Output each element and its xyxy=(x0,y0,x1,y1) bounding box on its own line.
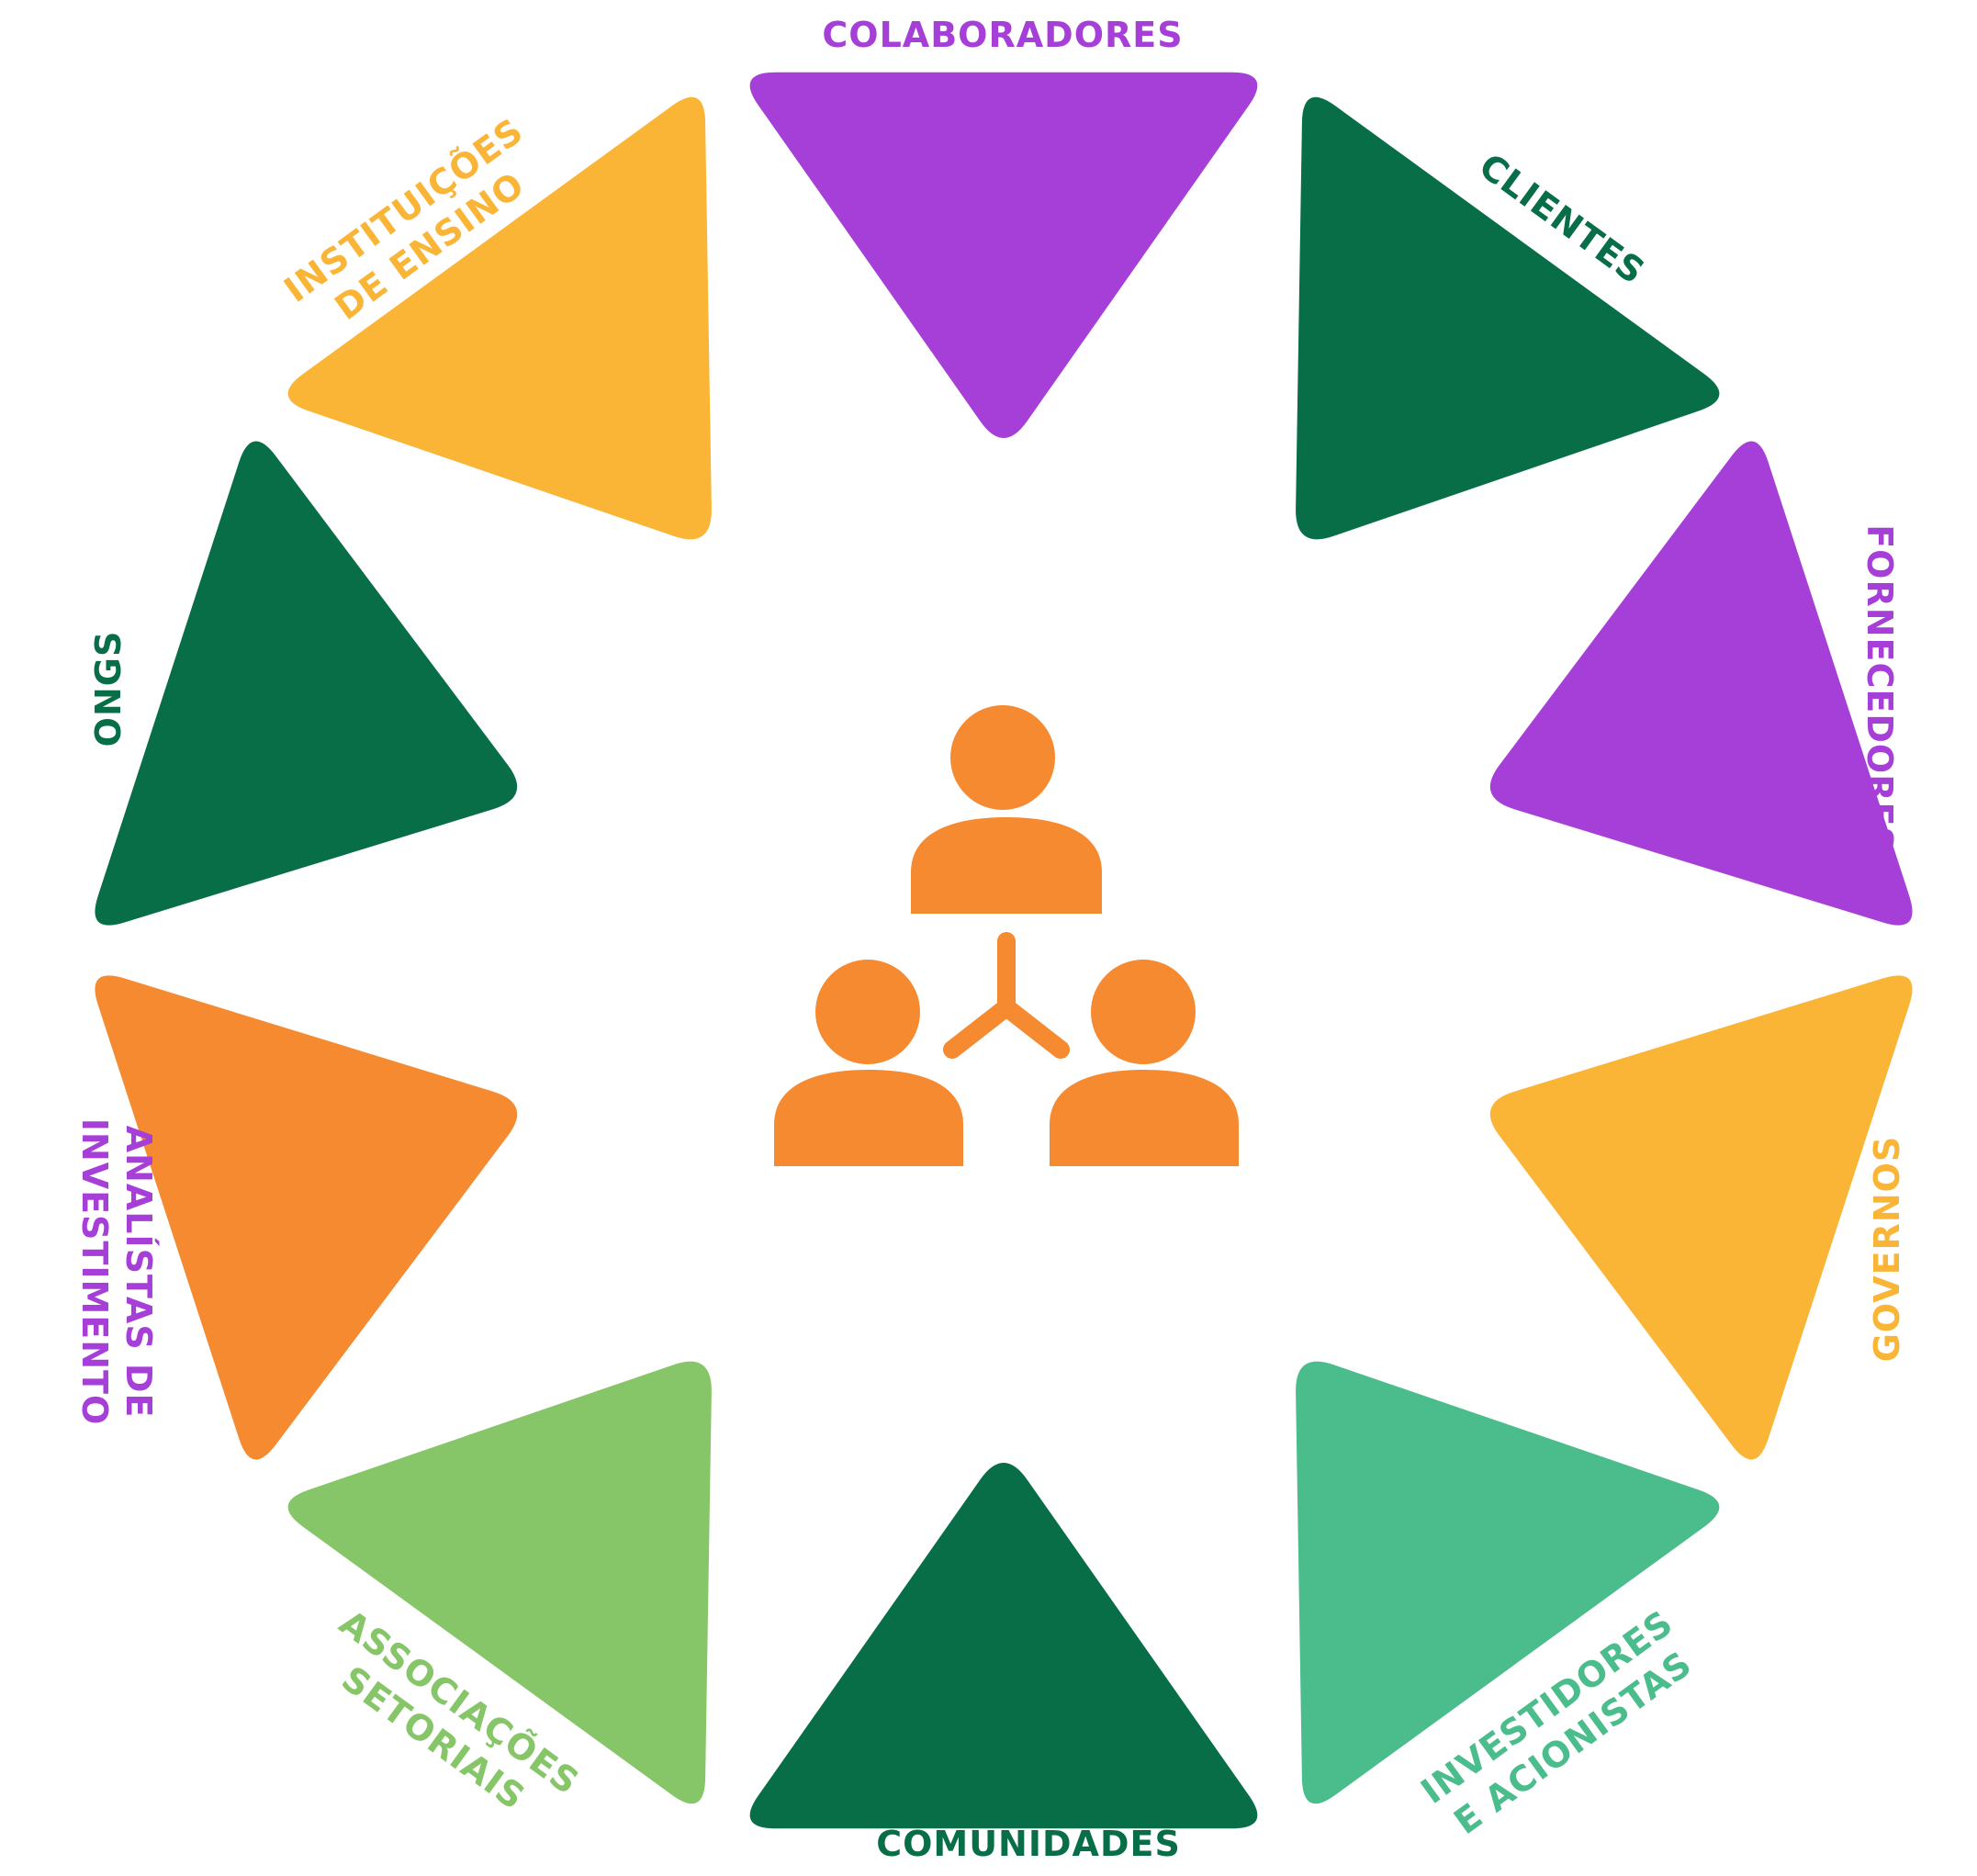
stakeholder-triangles xyxy=(95,72,1913,1829)
label-ongs: ONGS xyxy=(88,631,129,747)
label-comunidades: COMUNIDADES xyxy=(876,1824,1181,1864)
label-fornecedores-line: FORNECEDORES xyxy=(1860,524,1901,853)
person-right-head xyxy=(1091,960,1196,1064)
triangle-colaboradores xyxy=(749,72,1258,438)
triangle-fornecedores xyxy=(1489,441,1913,926)
person-top-head xyxy=(950,705,1055,810)
network-connector xyxy=(943,932,1070,1059)
person-top-body xyxy=(911,817,1102,914)
label-analistas-line: INVESTIMENTO xyxy=(75,1118,116,1426)
triangle-ongs xyxy=(95,441,518,926)
triangle-associacoes xyxy=(287,1361,712,1804)
label-analistas: ANALÍSTAS DEINVESTIMENTO xyxy=(75,1118,160,1426)
triangle-analistas xyxy=(95,975,518,1460)
triangle-instituicoes xyxy=(287,96,712,540)
label-colaboradores: COLABORADORES xyxy=(822,15,1183,55)
person-left-body xyxy=(774,1070,963,1166)
triangle-governos xyxy=(1489,975,1913,1460)
label-comunidades-line: COMUNIDADES xyxy=(876,1824,1181,1864)
label-analistas-line: ANALÍSTAS DE xyxy=(119,1126,160,1419)
people-network-icon xyxy=(774,705,1239,1166)
triangle-comunidades xyxy=(749,1463,1258,1829)
triangle-clientes xyxy=(1296,96,1720,540)
person-left-head xyxy=(815,960,920,1064)
label-fornecedores: FORNECEDORES xyxy=(1860,524,1901,853)
label-ongs-line: ONGS xyxy=(88,631,129,747)
label-governos: GOVERNOS xyxy=(1867,1136,1907,1363)
label-colaboradores-line: COLABORADORES xyxy=(822,15,1183,55)
person-right-body xyxy=(1050,1070,1239,1166)
triangle-investidores xyxy=(1296,1361,1720,1804)
label-governos-line: GOVERNOS xyxy=(1867,1136,1907,1363)
